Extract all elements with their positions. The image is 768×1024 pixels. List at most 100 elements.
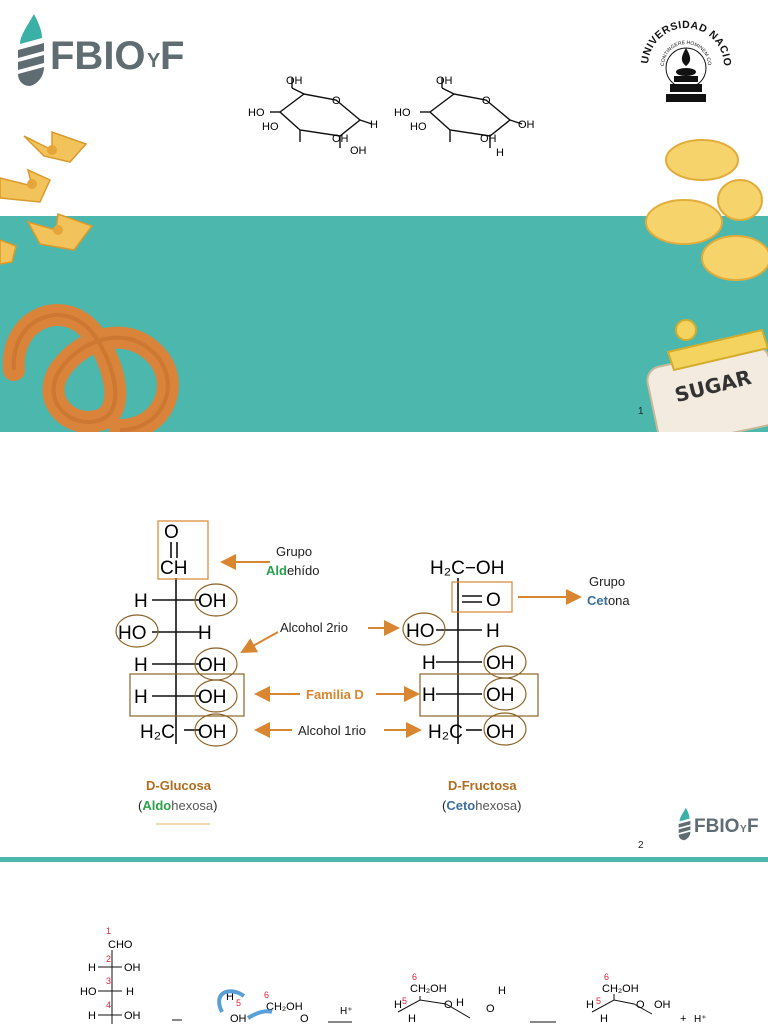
page-number: 1 — [638, 406, 644, 417]
fructose-row1-left: HO — [406, 621, 435, 642]
fructose-name: D-Fructosa — [448, 778, 517, 793]
label-grupo-cet: Grupo — [589, 574, 625, 589]
logo-text-y: Y — [147, 50, 161, 72]
label-familia-d: Familia D — [306, 687, 364, 702]
fbioyf-logo-small: FBIO Y F — [676, 804, 766, 844]
h-label: H — [586, 999, 594, 1011]
h-label: H — [408, 1013, 416, 1024]
ch2oh-label: CH₂OH — [410, 983, 447, 995]
logo-text-fbio: FBIO — [694, 816, 740, 837]
slide-3: 1 CHO 2 H OH 3 HO H 4 H OH 6 CH₂OH H — [0, 862, 768, 1024]
oh-label: OH — [230, 1013, 247, 1024]
cyclization-mechanism: 1 CHO 2 H OH 3 HO H 4 H OH 6 CH₂OH H — [80, 926, 707, 1024]
slide-1: FBIO Y F UNIVERSIDAD NACIONAL DE ROSARIO… — [0, 0, 768, 432]
carbon-number: 2 — [106, 954, 111, 964]
label-alcohol-2rio: Alcohol 2rio — [280, 620, 348, 635]
ravioli-illustration — [645, 139, 768, 281]
teal-band — [0, 216, 768, 432]
plus-label: + — [680, 1013, 686, 1024]
h-label: H — [226, 991, 234, 1003]
glucose-carbonyl-o: O — [164, 522, 179, 543]
row-left: H — [88, 1010, 96, 1022]
glucose-ch: CH — [160, 558, 187, 579]
o-label: O — [482, 95, 491, 107]
glucose-bottom-right: OH — [198, 722, 227, 743]
pretzel-illustration — [2, 304, 179, 432]
h-label: H — [394, 999, 402, 1011]
label-alcohol-1rio: Alcohol 1rio — [298, 723, 366, 738]
logo-text-y: Y — [740, 824, 747, 835]
fructose-bottom-left: H₂C — [428, 722, 463, 743]
droplet-icon — [18, 14, 44, 86]
ch2oh-label: CH₂OH — [266, 1001, 303, 1013]
fructose-bottom-right: OH — [486, 722, 515, 743]
glucose-name: D-Glucosa — [146, 778, 212, 793]
ho-label: HO — [262, 121, 279, 133]
ho-label: HO — [410, 121, 427, 133]
oh-label: OH — [654, 999, 671, 1011]
aldehyde-box — [157, 520, 209, 580]
fructose-carbonyl: O — [486, 590, 501, 611]
carbon-number: 6 — [412, 972, 417, 982]
glucose-row2-left: HO — [118, 623, 147, 644]
o-label: O — [300, 1013, 309, 1024]
carbon-number: 5 — [236, 998, 241, 1008]
oh-label: OH — [436, 75, 453, 87]
fructose-row2-left: H — [422, 653, 436, 674]
ho-label: HO — [248, 107, 265, 119]
farfalle-pasta-illustration — [0, 130, 94, 265]
oh-label: OH — [518, 119, 535, 131]
glucose-bottom-left: H₂C — [140, 722, 175, 743]
carbon-number: 1 — [106, 926, 111, 936]
logo-text-fbio: FBIO — [50, 34, 146, 78]
glucose-ring-structures: OH HO HO O H OH OH OH HO HO O OH OH H — [248, 75, 535, 159]
row-left: HO — [80, 986, 97, 998]
carbon-number: 5 — [596, 996, 601, 1006]
o-label: O — [332, 95, 341, 107]
fbioyf-logo: FBIO Y F — [12, 10, 192, 90]
row-left: H — [88, 962, 96, 974]
fructose-type: (Cetohexosa) — [442, 798, 522, 813]
oh-label: OH — [350, 145, 367, 157]
h-label: H — [600, 1013, 608, 1024]
fructose-top: H₂C−OH — [430, 558, 504, 579]
logo-text-f: F — [747, 816, 759, 837]
row-right: H — [126, 986, 134, 998]
glucose-row3-right: OH — [198, 655, 227, 676]
slide-separator — [0, 857, 768, 864]
droplet-icon — [678, 807, 691, 841]
ho-label: HO — [394, 107, 411, 119]
ch2oh-label: CH₂OH — [602, 983, 639, 995]
oh-label: OH — [480, 133, 497, 145]
carbon-number: 5 — [402, 996, 407, 1006]
page-number: 2 — [638, 840, 644, 851]
fructose-row3-left: H — [422, 685, 436, 706]
familia-d-box — [129, 673, 245, 717]
h-plus-label: H⁺ — [694, 1014, 707, 1024]
carbon-number: 3 — [106, 976, 111, 986]
row-right: OH — [124, 1010, 141, 1022]
glucose-row4-left: H — [134, 687, 148, 708]
h-label: H — [370, 119, 378, 131]
carbon-number: 6 — [604, 972, 609, 982]
glucose-row1-left: H — [134, 591, 148, 612]
o-label: O — [486, 1003, 495, 1015]
o-label: O — [636, 999, 645, 1011]
cho-label: CHO — [108, 939, 133, 951]
fructose-row2-right: OH — [486, 653, 515, 674]
university-seal-icon: UNIVERSIDAD NACIONAL DE ROSARIO CONTINGE… — [634, 8, 733, 102]
familia-d-box-fructose — [419, 673, 539, 717]
fructose-row3-right: OH — [486, 685, 515, 706]
ketone-box — [451, 581, 513, 613]
label-aldehido: Aldehído — [266, 563, 320, 578]
oh-label: OH — [332, 133, 349, 145]
carbon-number: 4 — [106, 1000, 111, 1010]
slide-2: O CH H OH HO H H OH H OH H₂C OH H₂C−OH O — [0, 432, 768, 862]
oh-label: OH — [286, 75, 303, 87]
label-cetona: Cetona — [587, 593, 630, 608]
glucose-type: (Aldohexosa) — [138, 798, 218, 813]
glucose-row1-right: OH — [198, 591, 227, 612]
carbon-number: 6 — [264, 990, 269, 1000]
label-grupo-ald: Grupo — [276, 544, 312, 559]
sugar-jar-illustration: SUGAR — [644, 318, 768, 432]
